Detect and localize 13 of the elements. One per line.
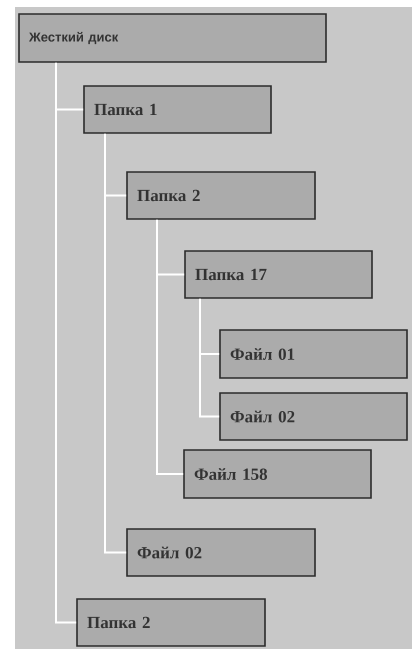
tree-item-box: Файл 158 <box>183 449 372 499</box>
tree-item-box: Папка 2 <box>76 598 266 647</box>
tree-item-box: Файл 01 <box>219 329 408 379</box>
drive-box: Жесткий диск <box>18 13 327 63</box>
tree-item-box: Файл 02 <box>219 392 408 441</box>
tree-connector <box>156 220 184 475</box>
tree-item-box: Папка 1 <box>83 85 272 134</box>
tree-item-box: Папка 17 <box>184 250 373 299</box>
tree-item-box: Папка 2 <box>126 171 316 220</box>
tree-connector <box>104 134 126 554</box>
tree-connector <box>199 298 220 418</box>
tree-connector <box>55 62 76 624</box>
tree-item-box: Файл 02 <box>126 528 316 577</box>
